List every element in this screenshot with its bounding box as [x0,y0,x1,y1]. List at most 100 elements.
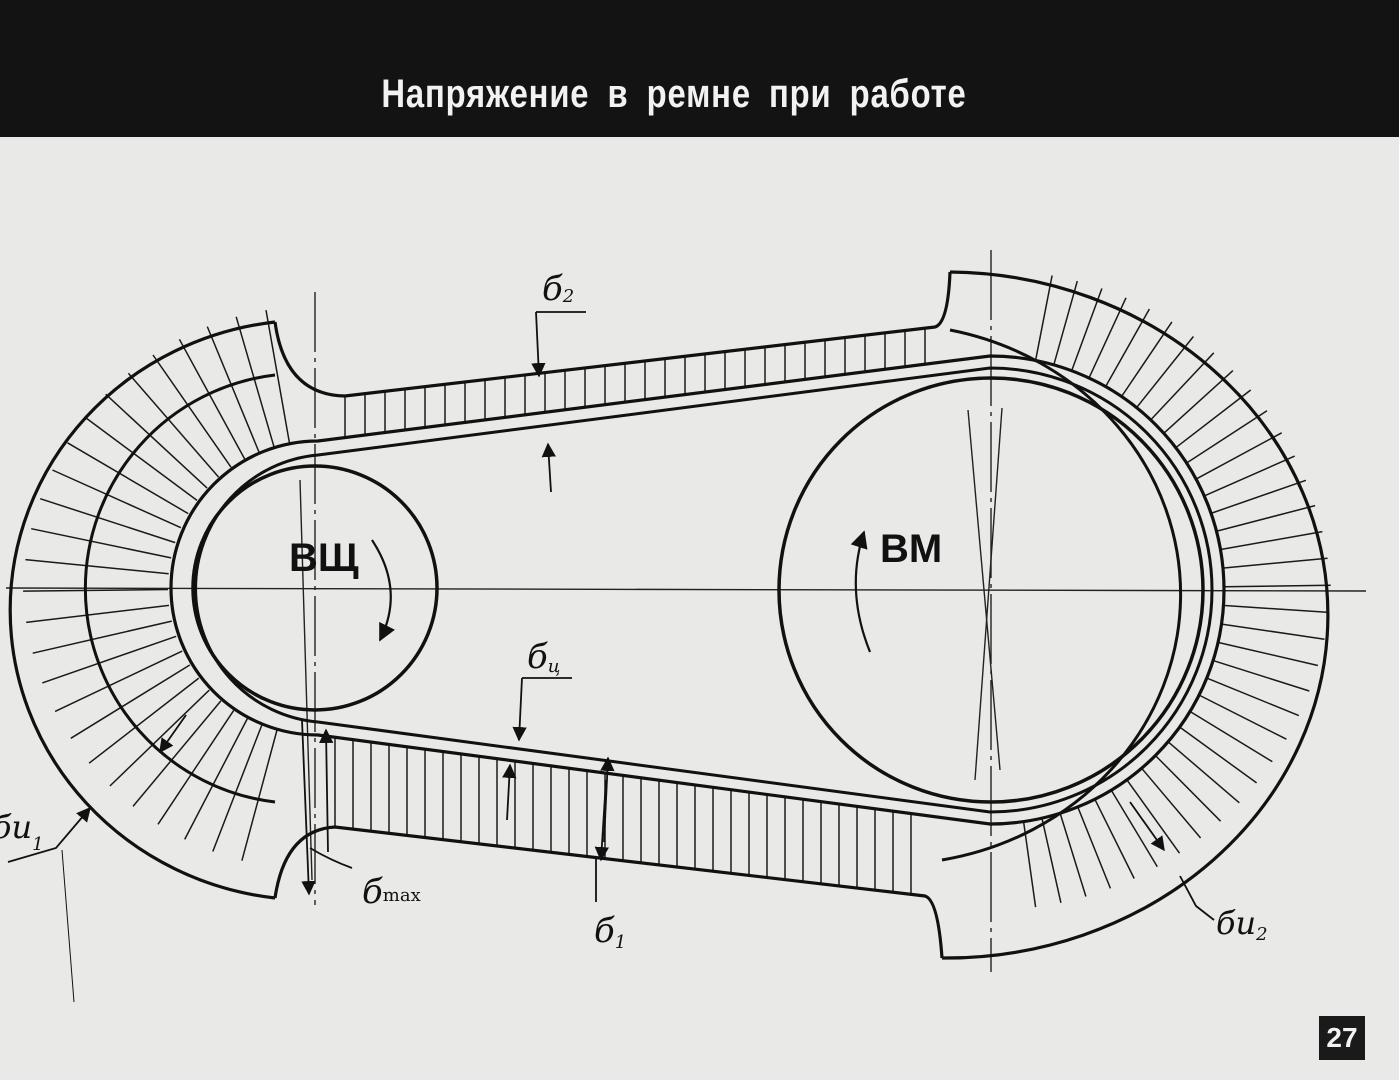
driven-rotation-arrow [850,530,872,653]
hatch-right-radial [1224,604,1329,614]
hatch-right-radial [1168,741,1240,804]
hatch-left-radial [127,372,220,478]
hatch-left-radial [235,316,275,448]
hatch-right-radial [1204,455,1296,497]
hatch-left-radial [157,709,235,825]
hatch-right-radial [1224,584,1331,588]
sigma-u2-inner-envelope [941,328,1183,862]
hatch-right-radial [1175,389,1252,448]
hatch-right-radial [1196,432,1283,480]
center-lines [5,250,1367,972]
rotation-arrows [371,530,872,653]
hatch-right-radial [1223,557,1328,569]
hatch-left-radial [152,354,232,468]
title-bar [0,0,1399,137]
sigma-u2-arrow [1129,801,1165,852]
sigma-u2-leader [1179,875,1215,921]
sigma-max-leader [309,847,353,869]
hatch-left-radial [54,650,183,713]
hatch-left-radial [88,677,200,764]
hatch-left-radial [70,664,191,739]
hatch-right-radial [1163,370,1234,434]
driving-rotation-arrow [371,539,395,642]
page-number: 27 [1319,1016,1365,1060]
sigma1-arrow-down [594,779,609,862]
driving-pulley [191,464,439,712]
hatch-left-radial [42,635,177,684]
hatch-right-radial [1110,790,1158,868]
hatch-right-radial [1022,821,1037,908]
sigma-u1-envelope [8,320,276,900]
hatch-left-radial [25,558,169,575]
hatch-right-radial [1071,288,1103,371]
hatch-left-radial [31,527,172,559]
hatch-right-radial [1094,799,1135,879]
driven-pulley-label: ВМ [880,527,942,571]
sigma-u2-label: бu2 [1216,904,1268,945]
hatch-right-radial [1207,677,1300,717]
hatch-left-radial [206,326,260,453]
hatch-right-radial [1150,352,1215,420]
hatch-right-radial [1218,641,1319,667]
sigma-u1-extension [61,849,75,1003]
hatch-left-radial [265,309,291,444]
hatch-left-radial [26,604,170,624]
hatch-left-radial [32,620,172,654]
sigma-c-arrow-up [502,763,517,821]
hatch-right-radial [1059,813,1087,897]
hatch-left-radial [184,718,249,840]
hatch-left-radial [39,497,176,544]
sigma-c-label: бц [527,637,560,677]
hatch-left-radial [212,724,263,852]
hatch-left-radial [67,442,189,515]
sigma-u1-inner-envelope [83,373,276,804]
horizontal-axis [5,587,1367,592]
driven-radius-line [967,409,1001,771]
hatch-right-radial [1077,807,1112,889]
page-title: Напряжение в ремне при работе [381,72,967,116]
hatch-right-radial [1034,275,1053,361]
hatch-right-radial [1155,755,1222,822]
hatch-right-radial [1141,768,1202,839]
stress-hatching [23,275,1331,908]
sigma-u1-label: бu1 [0,808,44,855]
hatch-right-radial [1126,779,1181,854]
hatch-left-radial [132,700,222,807]
hatch-left-radial [84,416,198,502]
hatch-right-radial [1041,818,1062,903]
driving-radius-line [299,479,313,881]
sigma1-band-edge [273,825,944,959]
hatch-right-radial [1211,479,1307,514]
sigma2-band-edge [273,271,952,398]
hatch-right-radial [1221,530,1323,551]
sigma1-label: б1 [594,911,626,953]
driven-pulley [777,376,1205,804]
hatch-right-radial [1217,504,1316,532]
belt-outer-edge [169,354,1226,826]
hatch-right-radial [1186,410,1268,464]
hatch-left-radial [23,588,169,592]
sigma-max-arrow-up [319,728,334,853]
driven-radius-line-2 [974,407,1003,781]
hatch-right-radial [1222,623,1325,640]
hatch-right-radial [1053,280,1079,365]
hatch-right-radial [1213,660,1310,692]
sigma-u2-envelope [941,270,1330,960]
hatch-left-radial [105,393,208,489]
sigma-c-arrow [512,677,527,742]
sigma-max-arrow-down [301,719,316,896]
belt-middle-edge [194,366,1214,814]
hatch-right-radial [1190,711,1273,763]
driving-pulley-label: ВЩ [289,536,359,580]
sigma-max-label: бmax [362,872,421,912]
hatch-right-radial [1179,726,1258,784]
dimension-arrows [7,311,1215,1003]
sigma-u1-arrow [159,714,187,754]
sigma-u1-leader [7,806,91,863]
sigma1-arrow-up [600,756,615,843]
sigma2-label: б2 [542,269,574,309]
diagram-labels: ВЩ ВМ б2 бц б1 бmax бu1 бu2 [0,269,1268,953]
sigma2-arrow-bottom [541,442,556,493]
hatch-left-radial [178,338,246,460]
